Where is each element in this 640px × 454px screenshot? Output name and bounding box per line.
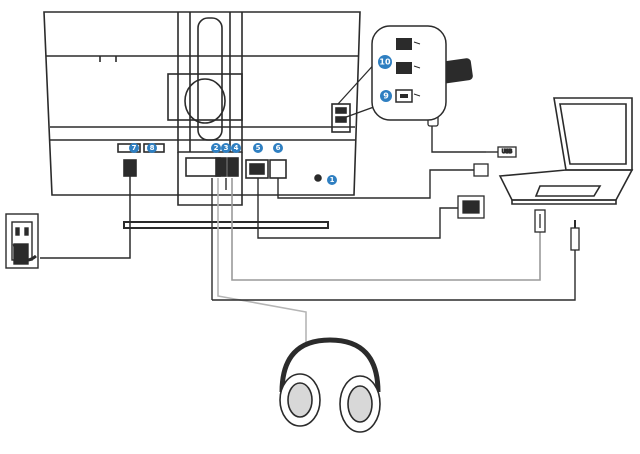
dvi-plug [474,164,488,176]
callout-9-label: 9 [383,92,389,101]
callout-6-label: 6 [276,144,281,152]
callout-7: 7 [129,143,139,153]
callout-8-label: 8 [150,144,155,152]
monitor-rear-icon [44,12,360,228]
callout-7-label: 7 [132,144,137,152]
cables [40,124,575,344]
callout-8: 8 [147,143,157,153]
audio-cable [212,250,575,300]
power-outlet-icon [6,214,38,268]
callout-2-label: 2 [214,144,219,152]
callout-1-label: 1 [330,176,335,184]
callout-10: 10 [378,55,392,69]
usb-ports-bubble [338,26,446,120]
headphones-icon [280,340,380,432]
connectors: USB [428,104,579,250]
power-cable [40,176,130,258]
callout-1: 1 [327,175,337,185]
usb-upstream-cable [432,124,486,152]
audio-jack-icon [571,220,579,250]
usb-plug-label: USB [502,149,513,155]
callout-5-label: 5 [256,144,261,152]
laptop-icon [500,98,632,204]
vga-connector-icon [458,196,484,218]
callout-6: 6 [273,143,283,153]
callout-4-label: 4 [234,144,239,152]
callout-2: 2 [211,143,221,153]
callout-3: 3 [221,143,231,153]
callout-4: 4 [231,143,241,153]
callout-5: 5 [253,143,263,153]
callout-9: 9 [380,90,392,102]
callout-10-label: 10 [379,58,391,67]
dvi-cable [278,170,476,198]
callout-3-label: 3 [224,144,229,152]
